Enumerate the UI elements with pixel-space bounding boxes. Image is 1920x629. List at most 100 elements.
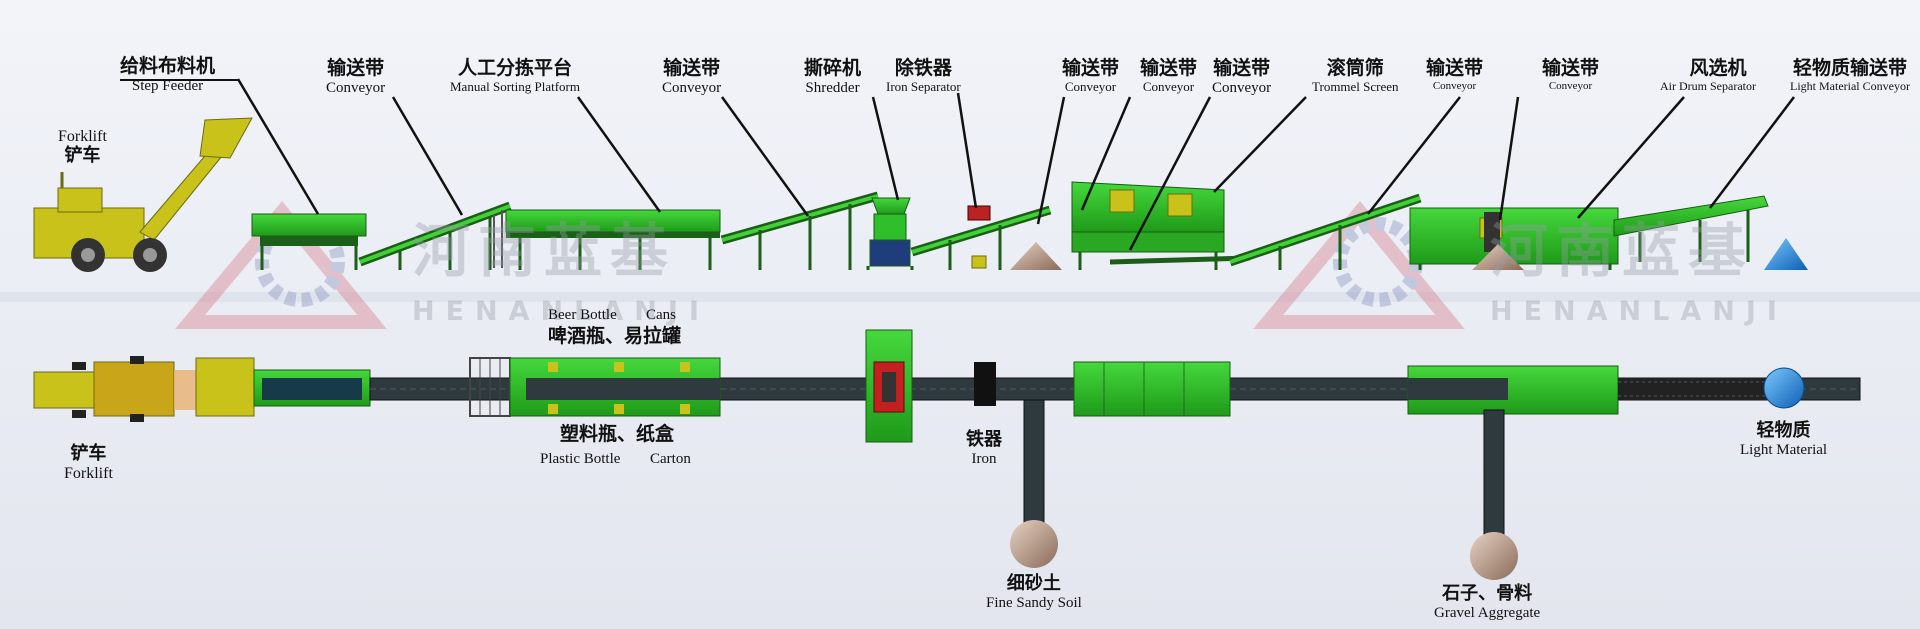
forklift-side-en: Forklift <box>58 128 107 145</box>
light-conveyor-zh: 轻物质输送带 <box>1792 57 1907 79</box>
step-feeder-zh: 给料布料机 <box>120 55 216 77</box>
light-material-pile-top <box>1763 367 1805 409</box>
carton-en-label: Carton <box>650 451 691 467</box>
watermark-en-left: HENANLANJI <box>412 296 710 327</box>
forklift-side-zh: 铲车 <box>64 145 101 167</box>
light-conveyor-en: Light Material Conveyor <box>1790 78 1910 93</box>
feed-conveyor-top <box>253 369 371 407</box>
trommel-screen-top <box>1073 361 1231 417</box>
step-feeder-label: 给料布料机 Step Feeder <box>120 55 216 95</box>
conveyor-5-zh: 输送带 <box>1213 57 1271 79</box>
shredder-top <box>865 329 913 443</box>
view-divider-band <box>0 292 1920 302</box>
conveyor-6-en: Conveyor <box>1432 79 1477 92</box>
conveyor-3-label: 输送带 Conveyor <box>1062 57 1120 95</box>
manual-sorting-label: 人工分拣平台 Manual Sorting Platform <box>450 57 580 95</box>
fine-soil-pile-top <box>1010 520 1058 568</box>
gravel-label: 石子、骨料 Gravel Aggregate <box>1434 583 1541 622</box>
forklift-top-en: Forklift <box>64 464 113 482</box>
forklift-side-icon <box>33 117 253 272</box>
gravel-pile-top <box>1470 532 1518 580</box>
forklift-top-icon <box>33 356 204 422</box>
beer-bottle-en-label: Beer Bottle <box>548 307 617 323</box>
conveyor-7-zh: 输送带 <box>1542 57 1600 79</box>
manual-sorting-platform-side <box>493 209 721 270</box>
air-drum-separator-top <box>1407 365 1619 415</box>
fine-soil-zh: 细砂土 <box>1006 573 1061 594</box>
light-material-conveyor-side <box>1613 195 1769 262</box>
gravel-pile-side <box>1472 244 1524 270</box>
conveyor-2-en: Conveyor <box>662 79 722 96</box>
conveyor-1-zh: 输送带 <box>327 57 385 79</box>
air-drum-separator-side <box>1409 207 1619 270</box>
iron-separator-label: 除铁器 Iron Separator <box>886 57 961 95</box>
fine-soil-label: 细砂土 Fine Sandy Soil <box>986 573 1082 612</box>
step-feeder-en: Step Feeder <box>131 77 204 94</box>
light-material-en: Light Material <box>1740 441 1828 458</box>
conveyor-1-label: 输送带 Conveyor <box>326 57 386 97</box>
shredder-label: 撕碎机 Shredder <box>804 57 862 97</box>
cans-en-label: Cans <box>646 307 676 323</box>
iron-top-label: 铁器 Iron <box>966 429 1002 468</box>
iron-separator-top <box>974 362 996 406</box>
trommel-zh: 滚筒筛 <box>1326 57 1384 79</box>
light-conveyor-label: 轻物质输送带 Light Material Conveyor <box>1790 57 1910 94</box>
conveyor-1-side <box>358 201 512 270</box>
conveyor-7-label: 输送带 Conveyor <box>1542 57 1600 92</box>
leader-lines <box>236 78 1795 251</box>
fine-soil-en: Fine Sandy Soil <box>986 594 1082 611</box>
light-material-zh: 轻物质 <box>1756 420 1811 441</box>
iron-top-zh: 铁器 <box>966 429 1002 450</box>
shredder-side <box>866 197 914 270</box>
air-drum-zh: 风选机 <box>1689 57 1747 79</box>
watermark-cn-right: 河南蓝基 <box>1490 217 1755 285</box>
trommel-label: 滚筒筛 Trommel Screen <box>1312 57 1399 95</box>
iron-separator-side <box>967 205 991 269</box>
conveyor-6-label: 输送带 Conveyor <box>1426 57 1484 92</box>
trommel-en: Trommel Screen <box>1312 78 1399 94</box>
conveyor-3-zh: 输送带 <box>1062 57 1120 79</box>
soil-discharge-conveyor-top <box>1023 399 1045 531</box>
light-material-conveyor-top <box>1618 378 1768 400</box>
iron-top-en: Iron <box>971 450 997 467</box>
gravel-en: Gravel Aggregate <box>1434 604 1541 621</box>
conveyor-2-zh: 输送带 <box>663 57 721 79</box>
conveyor-5-label: 输送带 Conveyor <box>1212 57 1272 97</box>
shredder-en: Shredder <box>805 79 860 96</box>
step-feeder-underline <box>120 79 238 81</box>
conveyor-6-zh: 输送带 <box>1426 57 1484 79</box>
plastic-bottle-en-label: Plastic Bottle <box>540 451 621 467</box>
watermark-en-right: HENANLANJI <box>1490 296 1788 327</box>
conveyor-6-side <box>1228 193 1422 270</box>
shredder-zh: 撕碎机 <box>804 57 862 79</box>
light-material-pile-side <box>1764 238 1808 270</box>
plastic-carton-zh-label: 塑料瓶、纸盒 <box>560 423 675 445</box>
conveyor-2-side <box>720 191 880 270</box>
watermark-cn-left: 河南蓝基 <box>412 217 677 285</box>
sand-pile-side <box>1010 242 1062 270</box>
conveyor-4-zh: 输送带 <box>1140 57 1198 79</box>
conveyor-5-en: Conveyor <box>1212 79 1272 96</box>
manual-sorting-zh: 人工分拣平台 <box>457 57 572 79</box>
air-drum-en: Air Drum Separator <box>1660 78 1756 93</box>
conveyor-1-en: Conveyor <box>326 79 386 96</box>
forklift-side-label: Forklift 铲车 <box>58 128 107 167</box>
gravel-zh: 石子、骨料 <box>1442 583 1533 604</box>
iron-separator-zh: 除铁器 <box>894 57 952 79</box>
conveyor-7-en: Conveyor <box>1548 79 1593 92</box>
conveyor-3-side <box>910 205 1052 270</box>
sorting-platform-top <box>469 357 721 417</box>
light-material-top-label: 轻物质 Light Material <box>1740 420 1828 459</box>
iron-separator-en: Iron Separator <box>886 78 961 94</box>
gravel-discharge-conveyor-top <box>1483 409 1505 535</box>
conveyor-2-label: 输送带 Conveyor <box>662 57 722 97</box>
air-drum-label: 风选机 Air Drum Separator <box>1660 57 1756 94</box>
bottles-cans-zh-label: 啤酒瓶、易拉罐 <box>548 325 682 347</box>
manual-sorting-en: Manual Sorting Platform <box>450 78 580 94</box>
step-feeder-side <box>251 213 367 270</box>
forklift-top-label: 铲车 Forklift <box>64 443 113 483</box>
step-feeder-top <box>195 357 255 417</box>
conveyor-4-label: 输送带 Conveyor <box>1140 57 1198 95</box>
